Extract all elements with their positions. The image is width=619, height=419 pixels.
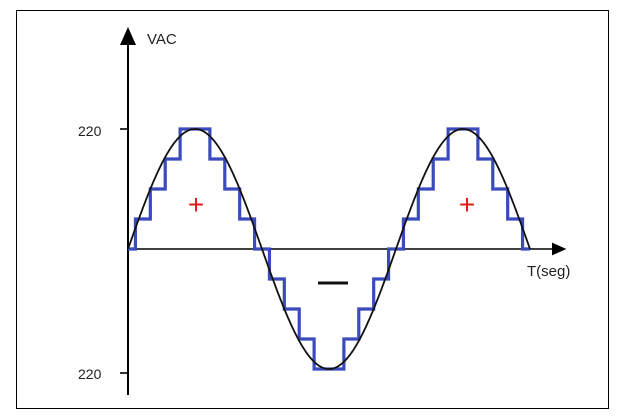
positive-symbol-second: + (459, 189, 475, 220)
y-axis-label: VAC (147, 31, 177, 48)
negative-symbol: — (318, 265, 348, 298)
x-axis-label: T(seg) (527, 263, 570, 280)
sine-waveform (127, 128, 531, 370)
y-tick-label-bottom: 220 (78, 366, 102, 382)
y-tick-label-top: 220 (78, 123, 102, 139)
diagram-frame (16, 10, 609, 409)
positive-symbol-first: + (188, 189, 204, 220)
